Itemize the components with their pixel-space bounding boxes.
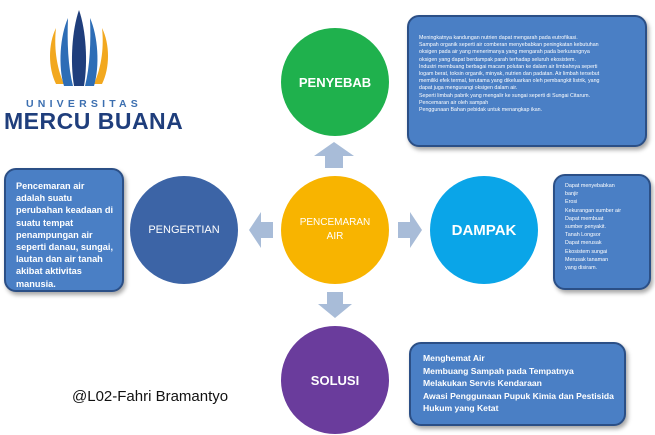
logo-emblem-icon (50, 10, 108, 86)
dampak-box-line: Tanah Longsor (565, 232, 601, 239)
pengertian-box-line: akibat aktivitas (16, 266, 82, 277)
penyebab-box-line: Industri membuang berbagai macam polutan… (419, 63, 598, 70)
pengertian-node: PENGERTIAN (130, 176, 238, 284)
center-label-line2: AIR (326, 231, 344, 242)
solusi-box-line: Menghemat Air (423, 353, 485, 363)
penyebab-box-line: Sampah organik seperti air comberan meny… (419, 42, 599, 49)
solusi-box-line: Hukum yang Ketat (423, 403, 499, 414)
pengertian-box-line: lautan dan air tanah (16, 254, 103, 265)
pengertian-box-line: adalah suatu (16, 193, 73, 204)
penyebab-box-line: memiliki efek termal, terutama yang dike… (419, 78, 600, 85)
solusi-box-line: Melakukan Servis Kendaraan (423, 378, 542, 389)
center-node: PENCEMARAN AIR (281, 176, 389, 284)
solusi-box-line: Awasi Penggunaan Pupuk Kimia dan Pestisi… (423, 390, 614, 401)
pengertian-box-line: suatu tempat (16, 217, 74, 228)
penyebab-label: PENYEBAB (298, 74, 372, 90)
logo-university-name: MERCU BUANA (4, 108, 184, 134)
pengertian-label: PENGERTIAN (148, 224, 220, 236)
solusi-node: SOLUSI (281, 326, 389, 434)
penyebab-box-line: oksigen yang dapat berdampak parah terha… (419, 56, 576, 63)
author-label: @L02-Fahri Bramantyo (72, 388, 229, 405)
solusi-label: SOLUSI (310, 372, 360, 388)
pengertian-box-line: penampungan air (16, 229, 93, 240)
penyebab-node: PENYEBAB (281, 28, 389, 136)
penyebab-box-line: Meningkatnya kandungan nutrien dapat men… (419, 35, 578, 41)
pengertian-box-line: manusia. (16, 278, 56, 289)
arrow-up-icon (314, 142, 354, 168)
dampak-box-line: Dapat merusak (565, 240, 602, 247)
dampak-box-line: Ekosistem sungai (565, 248, 608, 255)
penyebab-box-line: oksigen pada air yang menerimanya yang m… (419, 49, 590, 56)
university-logo: UNIVERSITAS MERCU BUANA (4, 6, 183, 134)
pengertian-box-line: Pencemaran air (16, 181, 85, 191)
penyebab-box-line: logam berat, toksin organik, minyak, nut… (419, 71, 600, 78)
penyebab-box-line: Penggunaan Bahan pebidak untuk menangkap… (419, 107, 543, 114)
dampak-box-line: Erosi (565, 199, 578, 206)
pengertian-box-line: seperti danau, sungai, (16, 242, 114, 253)
logo-university-label: UNIVERSITAS (26, 98, 143, 110)
pengertian-box-line: perubahan keadaan di (16, 205, 114, 216)
dampak-box-line: yang disiram. (565, 265, 598, 272)
penyebab-box-line: Seperti limbah pabrik yang mengalir ke s… (419, 92, 591, 99)
dampak-box-line: sumber penyakit. (565, 224, 607, 231)
dampak-node: DAMPAK (430, 176, 538, 284)
dampak-box-line: Kekurangan sumber air (565, 207, 622, 214)
arrow-down-icon (318, 292, 352, 318)
dampak-box-line: banjir (565, 191, 579, 198)
arrow-right-icon (398, 212, 422, 248)
dampak-box-line: Dapat menyebabkan (565, 183, 615, 189)
center-label: PENCEMARAN AIR (300, 216, 371, 244)
center-label-line1: PENCEMARAN (299, 217, 371, 228)
dampak-box-line: Dapat membuat (565, 215, 604, 222)
arrow-left-icon (249, 212, 273, 248)
penyebab-box-line: dapat juga mengurangi oksigen dalam air. (419, 85, 518, 92)
dampak-label: DAMPAK (451, 221, 517, 239)
dampak-box-line: Merusak tanaman (565, 256, 609, 263)
penyebab-box-line: Pencemaran air oleh sampah (419, 99, 489, 106)
penyebab-box: Meningkatnya kandungan nutrien dapat men… (407, 15, 647, 147)
solusi-box-line: Membuang Sampah pada Tempatnya (423, 365, 574, 376)
